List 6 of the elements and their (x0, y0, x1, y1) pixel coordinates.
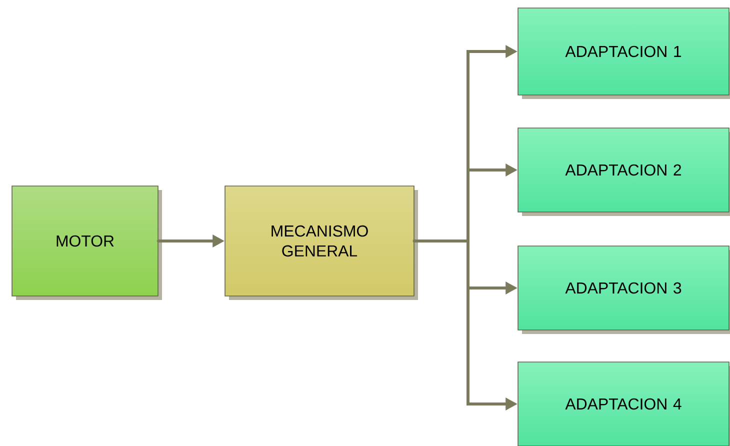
process-box: ADAPTACION 2 (518, 128, 730, 216)
process-box: MOTOR (12, 186, 162, 300)
process-box: ADAPTACION 4 (518, 362, 730, 446)
process-box: ADAPTACION 3 (518, 246, 730, 334)
process-box: ADAPTACION 1 (518, 8, 730, 99)
process-box: MECANISMO GENERAL (224, 186, 418, 300)
